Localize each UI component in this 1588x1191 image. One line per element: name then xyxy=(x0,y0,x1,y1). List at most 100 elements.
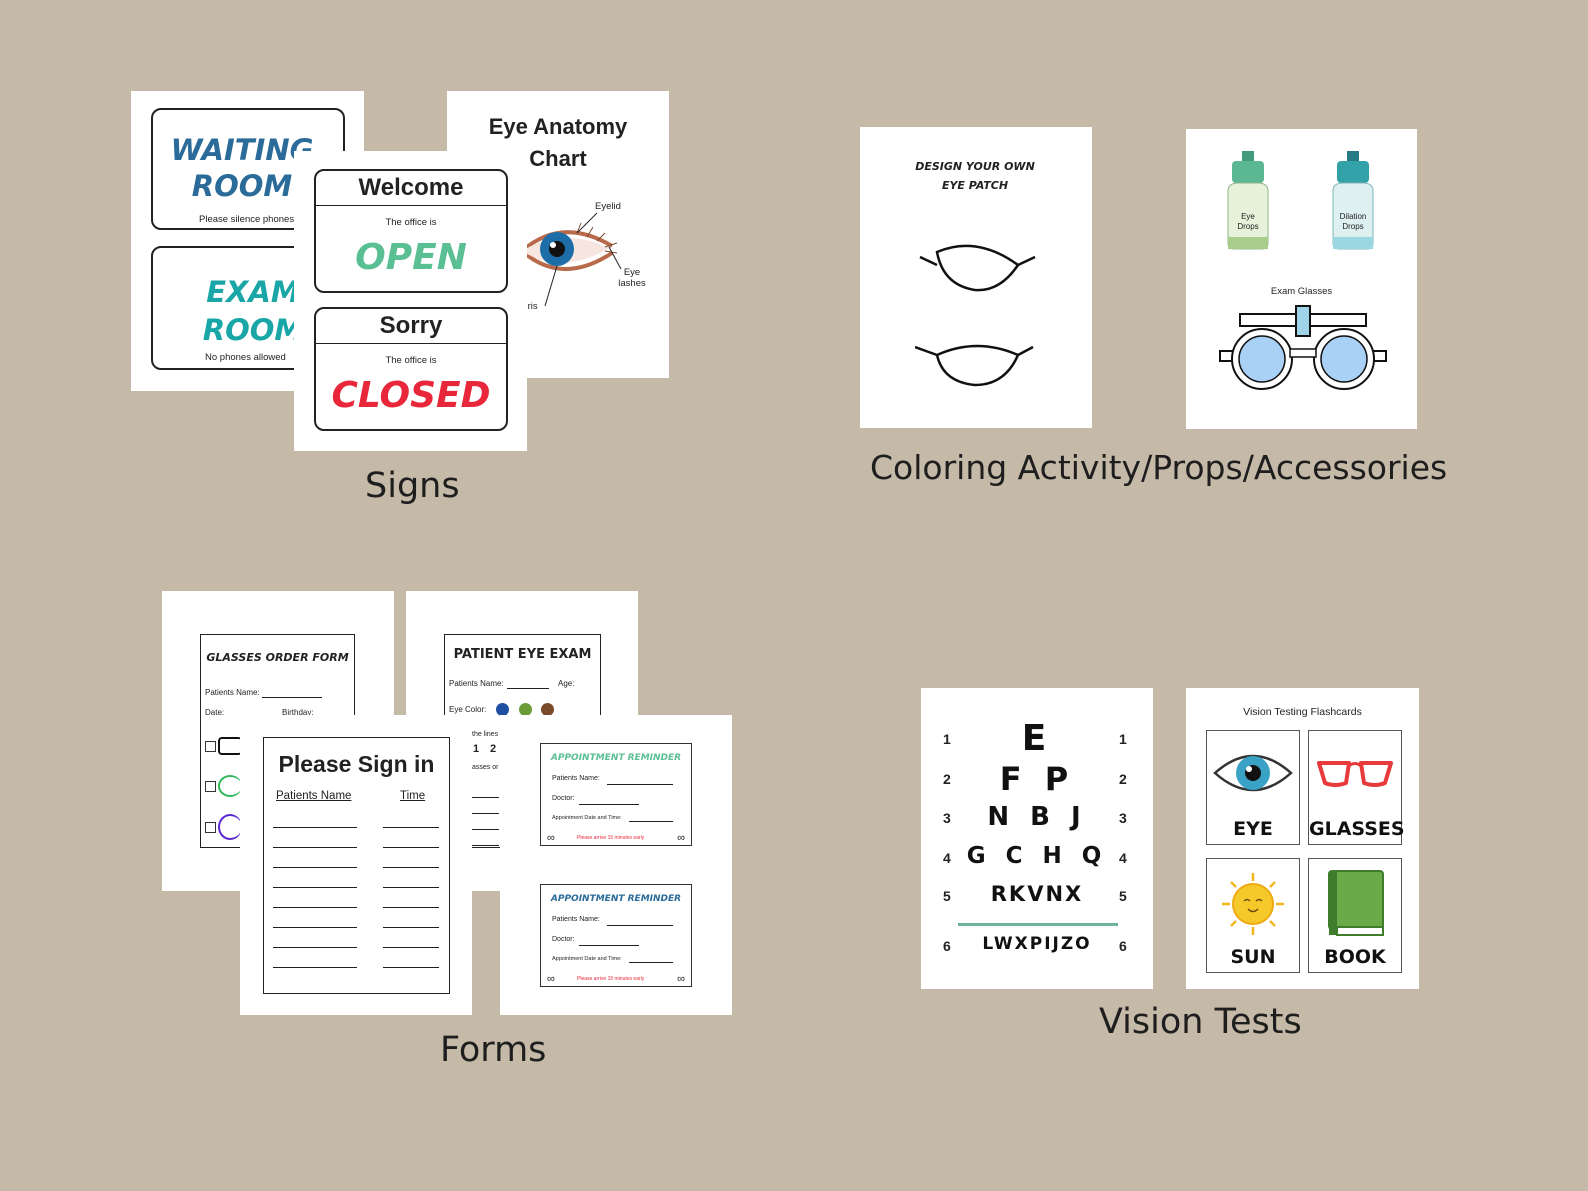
row-number-right: 3 xyxy=(1119,810,1127,826)
glasses-icon: ∞ xyxy=(547,973,555,985)
flashcards-title: Vision Testing Flashcards xyxy=(1243,706,1362,718)
divider xyxy=(316,205,506,206)
closed-status: CLOSED xyxy=(331,375,491,416)
eye-color-blue xyxy=(496,703,509,716)
sign-in-title: Please Sign in xyxy=(278,751,435,777)
open-closed-sign-page: Welcome The office is OPEN Sorry The off… xyxy=(294,151,527,451)
sorry-text: The office is xyxy=(385,355,437,366)
row-number-left: 5 xyxy=(943,887,951,904)
lines-label: the lines xyxy=(472,731,499,738)
sign-in-time-line xyxy=(383,907,439,908)
eye-color-brown xyxy=(541,703,554,716)
glasses-black-icon xyxy=(218,737,242,755)
sun-icon xyxy=(1222,873,1284,935)
flashcard-book: BOOK xyxy=(1308,858,1402,973)
eye-patch-icon xyxy=(915,244,1036,387)
sign-in-name-line xyxy=(273,867,357,868)
row-number-right: 4 xyxy=(1119,849,1127,866)
sign-in-name-line xyxy=(273,827,357,828)
underline xyxy=(607,925,673,926)
chart-divider xyxy=(958,923,1118,926)
age-label: Age: xyxy=(558,679,575,688)
reminder-datetime: Appointment Date and Time: xyxy=(552,815,622,821)
eye-anatomy-title: Eye Anatomy Chart xyxy=(488,114,628,171)
snellen-row-2: F P xyxy=(999,760,1075,798)
flashcards-page: Vision Testing Flashcards EYE GLASSES xyxy=(1186,688,1419,989)
props-page: Eye Drops Dilation Drops Exam Glasses xyxy=(1186,129,1417,429)
sign-in-time-line xyxy=(383,827,439,828)
date-label: Date: xyxy=(205,708,225,717)
glasses-label: GLASSES xyxy=(1309,818,1405,840)
underline xyxy=(262,697,322,698)
vision-caption: Vision Tests xyxy=(1099,1002,1302,1042)
checkbox xyxy=(205,822,216,833)
exam-room-subtitle: No phones allowed xyxy=(205,352,286,363)
sign-in-time-line xyxy=(383,927,439,928)
book-label: BOOK xyxy=(1324,946,1386,968)
patients-name-label: Patients Name: xyxy=(205,688,260,697)
reminder-doctor: Doctor: xyxy=(552,795,575,802)
waiting-room-subtitle: Please silence phones xyxy=(199,214,295,225)
glasses-label: asses or c xyxy=(472,764,504,771)
underline xyxy=(507,688,549,689)
reminder-note: Please arrive 15 minutes early xyxy=(577,835,645,841)
birthday-label: Birthday: xyxy=(282,708,314,717)
signs-caption: Signs xyxy=(365,466,460,506)
patient-exam-title: PATIENT EYE EXAM xyxy=(453,647,592,662)
exam-glasses-icon xyxy=(1219,305,1387,390)
row-number-right: 2 xyxy=(1119,771,1127,787)
welcome-open-sign: Welcome The office is OPEN xyxy=(314,169,508,293)
sun-label: SUN xyxy=(1230,946,1276,968)
iris-label: Iris xyxy=(525,301,538,312)
row-number-left: 3 xyxy=(943,810,951,826)
num-1: 1 xyxy=(473,743,480,755)
snellen-row-4: G C H Q xyxy=(966,843,1108,869)
eyelashes-label: Eye lashes xyxy=(618,267,646,289)
underline xyxy=(472,845,499,846)
sign-in-name-line xyxy=(273,947,357,948)
eye-patch-title: DESIGN YOUR OWN EYE PATCH xyxy=(915,160,1035,192)
underline xyxy=(472,797,499,798)
glasses-green-icon xyxy=(218,775,242,797)
welcome-text: The office is xyxy=(385,217,437,228)
reminder-title-blue: APPOINTMENT REMINDER xyxy=(550,894,682,904)
underline xyxy=(579,804,639,805)
underline xyxy=(607,784,673,785)
underline xyxy=(472,829,499,830)
reminder-doctor: Doctor: xyxy=(552,936,575,943)
row-number-right: 6 xyxy=(1119,937,1127,954)
checkbox xyxy=(205,781,216,792)
sign-in-name-line xyxy=(273,907,357,908)
glasses-order-title: GLASSES ORDER FORM xyxy=(206,651,349,664)
flashcard-sun: SUN xyxy=(1206,858,1300,973)
dilation-drops-icon xyxy=(1332,151,1374,250)
glasses-icon xyxy=(1317,761,1393,787)
row-number-left: 6 xyxy=(943,937,951,954)
waiting-room-title: WAITING ROOM xyxy=(170,133,314,203)
glasses-icon: ∞ xyxy=(677,973,685,985)
eye-color-label: Eye Color: xyxy=(449,705,487,714)
sign-in-time-line xyxy=(383,967,439,968)
book-icon xyxy=(1328,870,1384,936)
sign-in-time-line xyxy=(383,887,439,888)
glasses-icon: ∞ xyxy=(547,832,555,844)
row-number-right: 5 xyxy=(1119,887,1127,904)
reminder-name: Patients Name: xyxy=(552,916,600,923)
exam-name-label: Patients Name: xyxy=(449,679,504,688)
glasses-icon: ∞ xyxy=(677,832,685,844)
sign-in-sheet-page: Please Sign in Patients Name Time xyxy=(240,715,472,1015)
snellen-row-5: RKVNX xyxy=(990,882,1084,906)
snellen-row-6: LWXPIJZO xyxy=(982,934,1092,954)
underline xyxy=(472,813,499,814)
form-border xyxy=(263,737,450,994)
divider xyxy=(316,343,506,344)
eye-color-green xyxy=(519,703,532,716)
underline xyxy=(629,821,673,822)
eye-patch-page: DESIGN YOUR OWN EYE PATCH xyxy=(860,127,1092,428)
reminder-card-green: APPOINTMENT REMINDER Patients Name: Doct… xyxy=(540,743,692,846)
eye-drops-label: Eye Drops xyxy=(1237,212,1259,231)
underline xyxy=(579,945,639,946)
reminder-name: Patients Name: xyxy=(552,775,600,782)
row-number-left: 4 xyxy=(943,849,951,866)
